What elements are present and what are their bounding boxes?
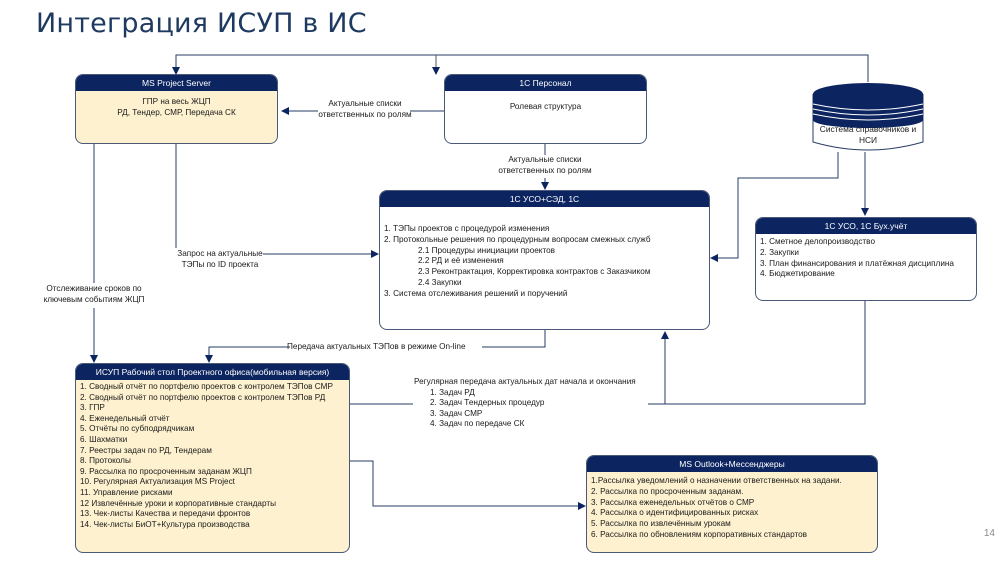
uso-sed-header: 1С УСО+СЭД, 1С — [380, 191, 709, 207]
isup-desk-item: 7. Реестры задач по РД, Тендерам — [80, 445, 212, 455]
label-item: 1. Задач РД — [430, 387, 475, 397]
isup-desk-item: 12 Извлечённые уроки и корпоративные ста… — [80, 498, 276, 508]
uso-sed-item: 2. Протокольные решения по процедурным в… — [384, 234, 651, 244]
online-line-b — [205, 346, 290, 363]
uso-buh-item: 2. Закупки — [760, 247, 799, 257]
label-roles-to-uso: Актуальные списки ответственных по ролям — [485, 155, 605, 176]
uso-sed-item: 1. ТЭПы проектов с процедурой изменения — [384, 224, 550, 233]
label-line: Запрос на актуальные — [177, 249, 263, 258]
outlook-header: MS Outlook+Мессенджеры — [587, 456, 877, 472]
isup-desk-header: ИСУП Рабочий стол Проектного офиса(мобил… — [76, 364, 349, 380]
isup-desk-item: 4. Еженедельный отчёт — [80, 413, 170, 423]
label-line: Актуальные списки — [328, 99, 402, 108]
label-tracking: Отслеживание сроков по ключевым событиям… — [34, 284, 154, 305]
personal-header: 1С Персонал — [445, 75, 646, 91]
isup-desk-item: 6. Шахматки — [80, 434, 128, 444]
outlook-item: 6. Рассылка по обновлениям корпоративных… — [591, 529, 808, 539]
uso-sed-subitem: 2.4 Закупки — [418, 277, 462, 287]
label-line: ключевым событиям ЖЦП — [43, 294, 145, 304]
label-roles-to-msp: Актуальные списки ответственных по ролям — [305, 99, 425, 120]
uso-sed-subitem: 2.2 РД и её изменения — [418, 256, 504, 266]
isup-desk-item: 1. Сводный отчёт по портфелю проектов с … — [80, 382, 333, 391]
nsi-label: Система справочников и НСИ — [812, 124, 924, 146]
uso-buh-node[interactable]: 1С УСО, 1С Бух.учёт 1. Сметное делопроиз… — [755, 217, 977, 301]
ms-project-line: ГПР на весь ЖЦП — [142, 97, 211, 106]
nsi-database-icon[interactable] — [812, 82, 924, 152]
label-regular-dates: Регулярная передача актуальных дат начал… — [414, 377, 636, 430]
isup-desk-item: 3. ГПР — [80, 403, 105, 413]
label-line: Регулярная передача актуальных дат начал… — [414, 377, 636, 386]
outlook-item: 1.Рассылка уведомлений о назначении отве… — [591, 476, 842, 485]
uso-sed-item: 3. Система отслеживания решений и поруче… — [384, 288, 568, 298]
isup-desk-item: 10. Регулярная Актуализация MS Project — [80, 477, 235, 487]
isup-to-outlook — [349, 460, 586, 510]
label-item: 4. Задач по передаче СК — [430, 419, 525, 428]
outlook-item: 2. Рассылка по просроченным заданам. — [591, 486, 744, 496]
uso-buh-item: 1. Сметное делопроизводство — [760, 237, 875, 246]
ms-project-server-header: MS Project Server — [76, 75, 277, 91]
ms-project-server-node[interactable]: MS Project Server ГПР на весь ЖЦП РД, Те… — [75, 74, 278, 144]
isup-desk-item: 11. Управление рисками — [80, 487, 173, 497]
uso-buh-item: 4. Бюджетирование — [760, 269, 835, 279]
label-tep-request: Запрос на актуальные ТЭПы по ID проекта — [170, 249, 270, 270]
uso-sed-subitem: 2.1 Процедуры инициации проектов — [418, 245, 556, 255]
label-line: ТЭПы по ID проекта — [181, 259, 259, 269]
outlook-node[interactable]: MS Outlook+Мессенджеры 1.Рассылка уведом… — [586, 455, 878, 553]
page-number: 14 — [983, 528, 995, 539]
ms-project-line: РД, Тендер, СМР, Передача СК — [117, 107, 236, 117]
uso-sed-node[interactable]: 1С УСО+СЭД, 1С 1. ТЭПы проектов с процед… — [379, 190, 710, 330]
isup-desk-item: 9. Рассылка по просроченным заданам ЖЦП — [80, 466, 252, 476]
outlook-item: 5. Рассылка по извлечённым урокам — [591, 519, 731, 529]
isup-desk-item: 14. Чек-листы БиОТ+Культура производства — [80, 519, 250, 529]
isup-desk-item: 13. Чек-листы Качества и передачи фронто… — [80, 509, 251, 519]
outlook-item: 4. Рассылка о идентифицированных рисках — [591, 508, 759, 518]
uso-sed-list: 1. ТЭПы проектов с процедурой изменения … — [380, 207, 709, 303]
label-line: ответственных по ролям — [318, 109, 412, 119]
online-line — [482, 330, 546, 348]
label-online-tep: Передача актуальных ТЭПов в режиме On-li… — [287, 342, 466, 351]
label-line: Отслеживание сроков по — [46, 284, 142, 293]
label-line: Актуальные списки — [508, 155, 582, 164]
nsi-label-line2: НСИ — [858, 135, 878, 145]
uso-buh-header: 1С УСО, 1С Бух.учёт — [756, 218, 976, 234]
isup-desk-item: 2. Сводный отчёт по портфелю проектов с … — [80, 392, 326, 402]
outlook-item: 3. Рассылка еженедельных отчётов о СМР — [591, 497, 755, 507]
isup-desk-item: 5. Отчёты по субподрядчикам — [80, 424, 195, 434]
label-item: 3. Задач СМР — [430, 408, 483, 418]
label-item: 2. Задач Тендерных процедур — [430, 398, 545, 407]
nsi-label-line1: Система справочников и — [819, 124, 917, 134]
personal-line: Ролевая структура — [509, 102, 582, 111]
uso-sed-subitem: 2.3 Реконтрактация, Корректировка контра… — [418, 267, 651, 277]
slide-title: Интеграция ИСУП в ИС — [36, 8, 367, 39]
label-line: ответственных по ролям — [498, 165, 592, 175]
personal-node[interactable]: 1С Персонал Ролевая структура — [444, 74, 647, 144]
isup-desk-node[interactable]: ИСУП Рабочий стол Проектного офиса(мобил… — [75, 363, 350, 553]
isup-desk-item: 8. Протоколы — [80, 456, 131, 466]
uso-buh-item: 3. План финансирования и платёжная дисци… — [760, 258, 954, 268]
